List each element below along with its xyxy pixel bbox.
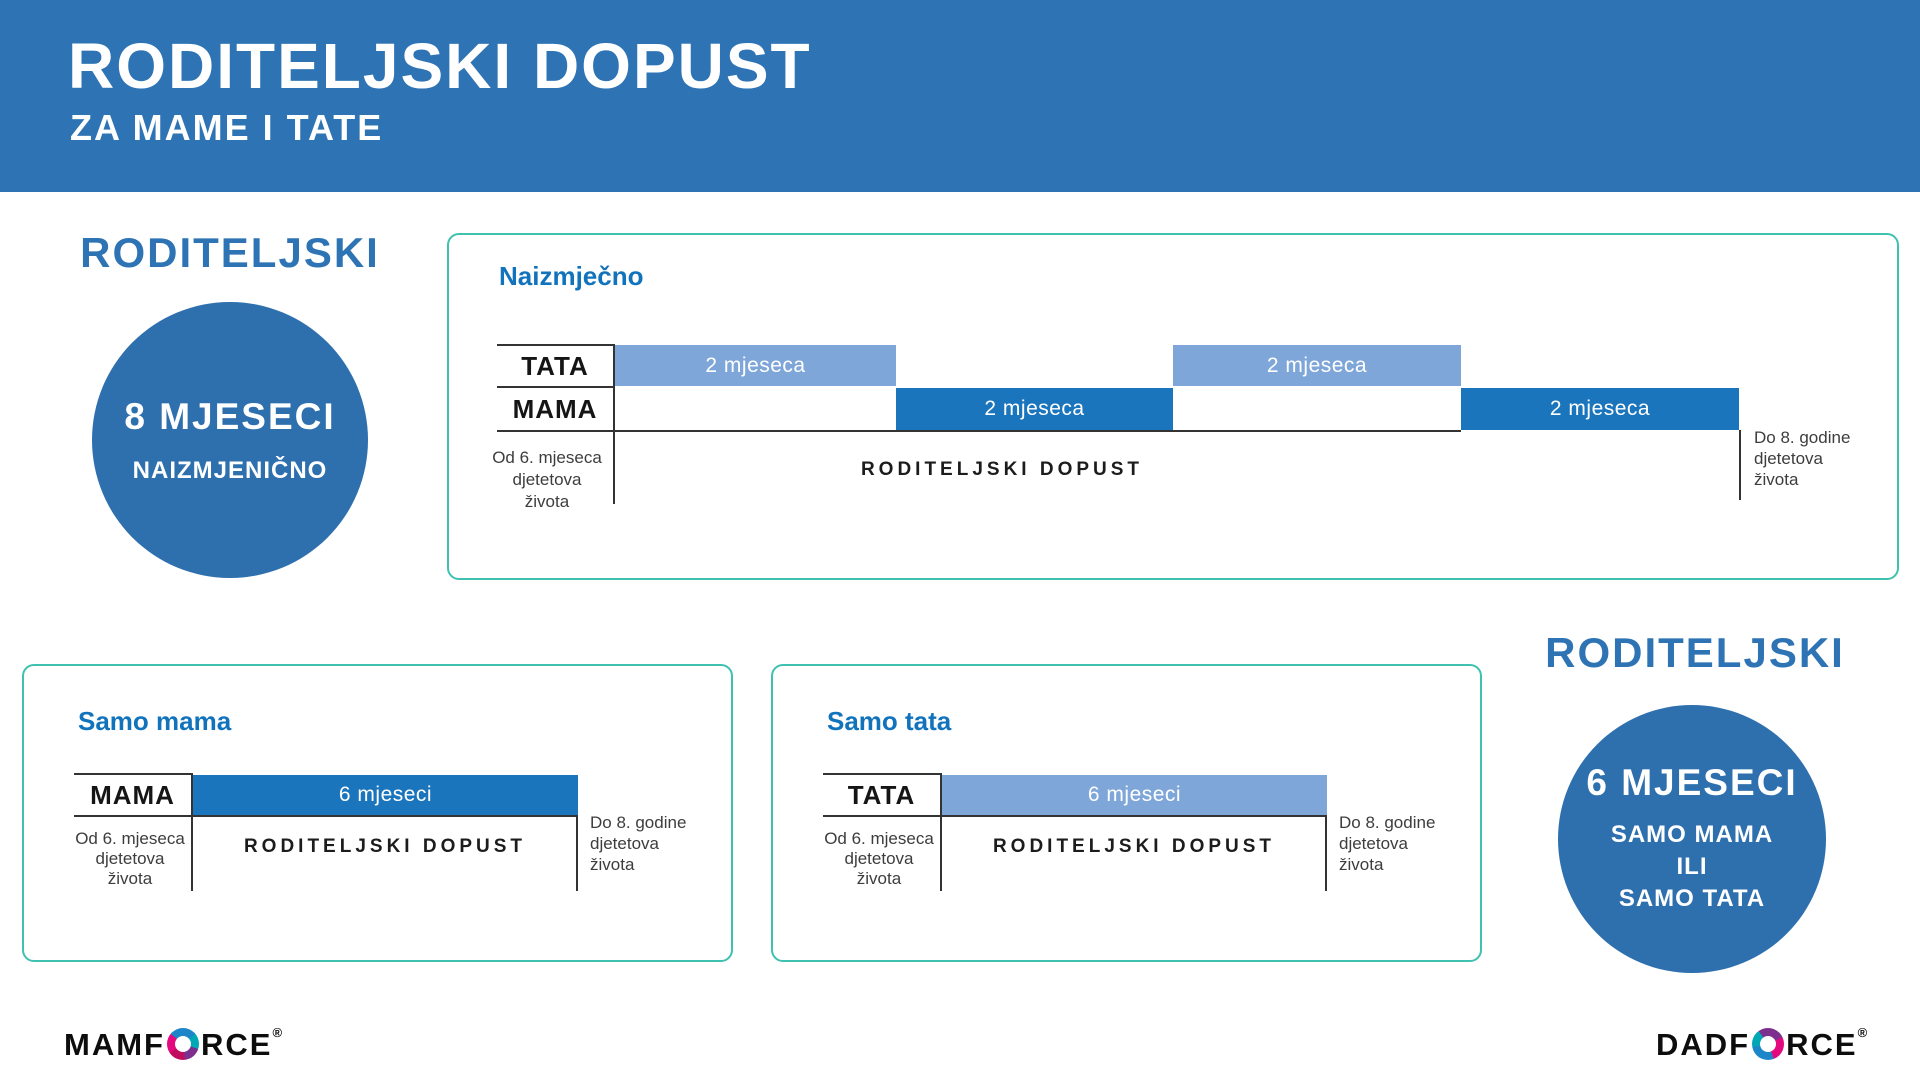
right-summary-heading: RODITELJSKI <box>1545 629 1845 676</box>
registered-mark: ® <box>272 1025 285 1040</box>
caption-line: života <box>107 869 153 888</box>
timeline-axis-caption: RODITELJSKI DOPUST <box>860 459 1144 480</box>
timeline-axis-caption: RODITELJSKI DOPUST <box>243 836 527 857</box>
logo-text-prefix: MAMF <box>64 1026 165 1062</box>
mama-segment-1: 2 mjeseca <box>896 388 1173 430</box>
timeline-start-tick <box>940 773 942 891</box>
timeline-end-caption: Do 8. godine djetetova života <box>590 812 720 875</box>
timeline-end-tick <box>1325 815 1327 891</box>
caption-line: djetetova <box>844 849 914 868</box>
caption-line: Do 8. godine <box>590 813 687 832</box>
timeline-end-tick <box>576 815 578 891</box>
panel-samo-mama: Samo mama MAMA 6 mjeseci Od 6. mjeseca d… <box>22 664 733 962</box>
logo-text-prefix: DADF <box>1656 1026 1751 1062</box>
caption-line: života <box>856 869 902 888</box>
logo-text-suffix: RCE <box>1786 1026 1858 1062</box>
mamforce-ring-icon <box>166 1028 199 1060</box>
caption-line: djetetova <box>95 849 165 868</box>
caption-line: djetetova <box>590 834 659 853</box>
left-circle-months: 8 MJESECI <box>124 395 336 437</box>
dadforce-ring-icon <box>1752 1028 1785 1060</box>
caption-line: Do 8. godine <box>1754 428 1851 447</box>
timeline-end-caption: Do 8. godine djetetova života <box>1339 812 1469 875</box>
caption-line: djetetova <box>1339 834 1408 853</box>
tata-segment-2: 2 mjeseca <box>1173 345 1461 386</box>
row-label-mama: MAMA <box>90 779 175 810</box>
row-label-tata: TATA <box>521 350 589 381</box>
timeline-start-tick <box>191 773 193 891</box>
tata-segment: 6 mjeseci <box>942 775 1327 815</box>
mode-line: SAMO TATA <box>1618 884 1766 912</box>
caption-line: života <box>524 492 570 511</box>
logo-text-suffix: RCE <box>200 1026 273 1062</box>
panel-mama-label: Samo mama <box>78 706 232 736</box>
timeline-end-caption: Do 8. godine djetetova života <box>1754 427 1894 490</box>
right-summary-circle: 6 MJESECI SAMO MAMA ILI SAMO TATA <box>1558 705 1826 973</box>
header-band: RODITELJSKI DOPUST ZA MAME I TATE <box>0 0 1920 192</box>
timeline-start-tick <box>613 344 615 504</box>
left-circle-mode: NAIZMJENIČNO <box>132 456 328 484</box>
caption-line: Od 6. mjeseca <box>824 829 934 848</box>
tata-cell-top-line <box>823 773 942 775</box>
row-divider-line <box>497 386 615 388</box>
left-summary-circle: 8 MJESECI NAIZMJENIČNO <box>92 302 368 578</box>
mama-cell-top-line <box>74 773 193 775</box>
timeline-baseline <box>823 815 1327 817</box>
caption-line: Od 6. mjeseca <box>75 829 185 848</box>
panel-alternating: Naizmječno TATA MAMA 2 mjeseca 2 mjeseca… <box>447 233 1899 580</box>
dadforce-logo: DADF RCE ® <box>1656 1025 1870 1062</box>
timeline-end-tick <box>1739 430 1741 500</box>
caption-line: djetetova <box>512 470 582 489</box>
caption-line: Od 6. mjeseca <box>492 448 602 467</box>
right-circle-mode: SAMO MAMA ILI SAMO TATA <box>1611 819 1773 915</box>
mode-line: SAMO MAMA <box>1610 820 1774 848</box>
page-title: RODITELJSKI DOPUST <box>68 30 812 102</box>
timeline-start-caption: Od 6. mjeseca djetetova života <box>477 447 617 513</box>
page-subtitle: ZA MAME I TATE <box>70 107 384 148</box>
right-circle-months: 6 MJESECI <box>1586 761 1798 803</box>
mamforce-logo: MAMF RCE ® <box>64 1025 285 1062</box>
mama-segment-2: 2 mjeseca <box>1461 388 1739 430</box>
registered-mark: ® <box>1857 1025 1870 1040</box>
left-summary-heading: RODITELJSKI <box>80 229 380 276</box>
timeline-baseline <box>74 815 578 817</box>
panel-samo-tata: Samo tata TATA 6 mjeseci Od 6. mjeseca d… <box>771 664 1482 962</box>
panel-tata-label: Samo tata <box>827 706 952 736</box>
caption-line: života <box>1339 855 1384 874</box>
timeline-baseline <box>497 430 1461 432</box>
mode-line: ILI <box>1676 852 1708 880</box>
caption-line: djetetova <box>1754 449 1823 468</box>
timeline-axis-caption: RODITELJSKI DOPUST <box>992 836 1276 857</box>
caption-line: Do 8. godine <box>1339 813 1436 832</box>
mama-segment: 6 mjeseci <box>193 775 578 815</box>
timeline-start-caption: Od 6. mjeseca djetetova života <box>809 829 949 889</box>
tata-cell-top-line <box>497 344 615 346</box>
caption-line: života <box>1754 470 1799 489</box>
row-label-mama: MAMA <box>512 393 598 424</box>
panel-alternating-label: Naizmječno <box>499 261 644 291</box>
tata-segment-1: 2 mjeseca <box>615 345 896 386</box>
row-label-tata: TATA <box>847 779 916 810</box>
caption-line: života <box>590 855 635 874</box>
timeline-start-caption: Od 6. mjeseca djetetova života <box>60 829 200 889</box>
